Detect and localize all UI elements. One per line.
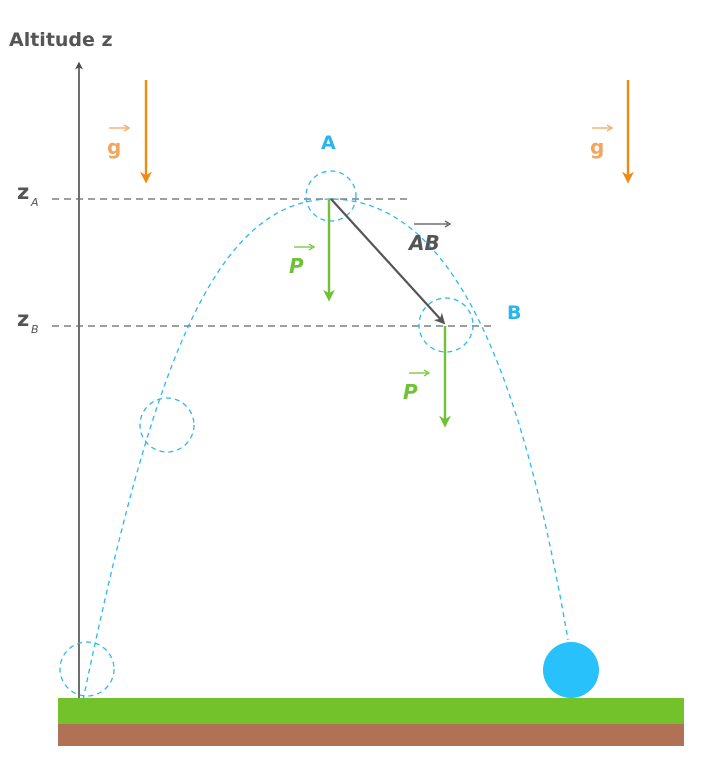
gravity-label-right: g [590, 124, 614, 159]
level-b-main: z [17, 307, 29, 331]
ball-ghost-a [305, 170, 357, 222]
ab-vector-label: AB [407, 220, 452, 255]
ab-vector-symbol: AB [407, 231, 440, 255]
level-a-main: z [17, 180, 29, 204]
weight-symbol-b: P [403, 380, 418, 404]
ab-vector-arrow [330, 198, 446, 325]
soil-strip [58, 724, 684, 746]
level-a-sub: A [30, 196, 39, 209]
axis-label: Altitude z [9, 29, 113, 51]
level-b-sub: B [31, 323, 39, 336]
gravity-label-left: g [107, 124, 131, 159]
ball [543, 642, 599, 698]
level-a-label: z A [17, 180, 39, 209]
ball-ghost-b [418, 297, 474, 353]
point-b-label: B [507, 302, 521, 324]
level-b-label: z B [17, 307, 39, 336]
gravity-symbol-right: g [590, 135, 604, 159]
trajectory-curve [82, 198, 569, 701]
ball-ghost-start [59, 641, 115, 697]
point-a-label: A [321, 132, 336, 154]
weight-label-b: P [403, 369, 431, 404]
weight-symbol-a: P [289, 254, 304, 278]
weight-label-a: P [289, 243, 316, 278]
gravity-symbol-left: g [107, 135, 121, 159]
grass-strip [58, 698, 684, 724]
ball-ghost-rising [139, 397, 195, 453]
